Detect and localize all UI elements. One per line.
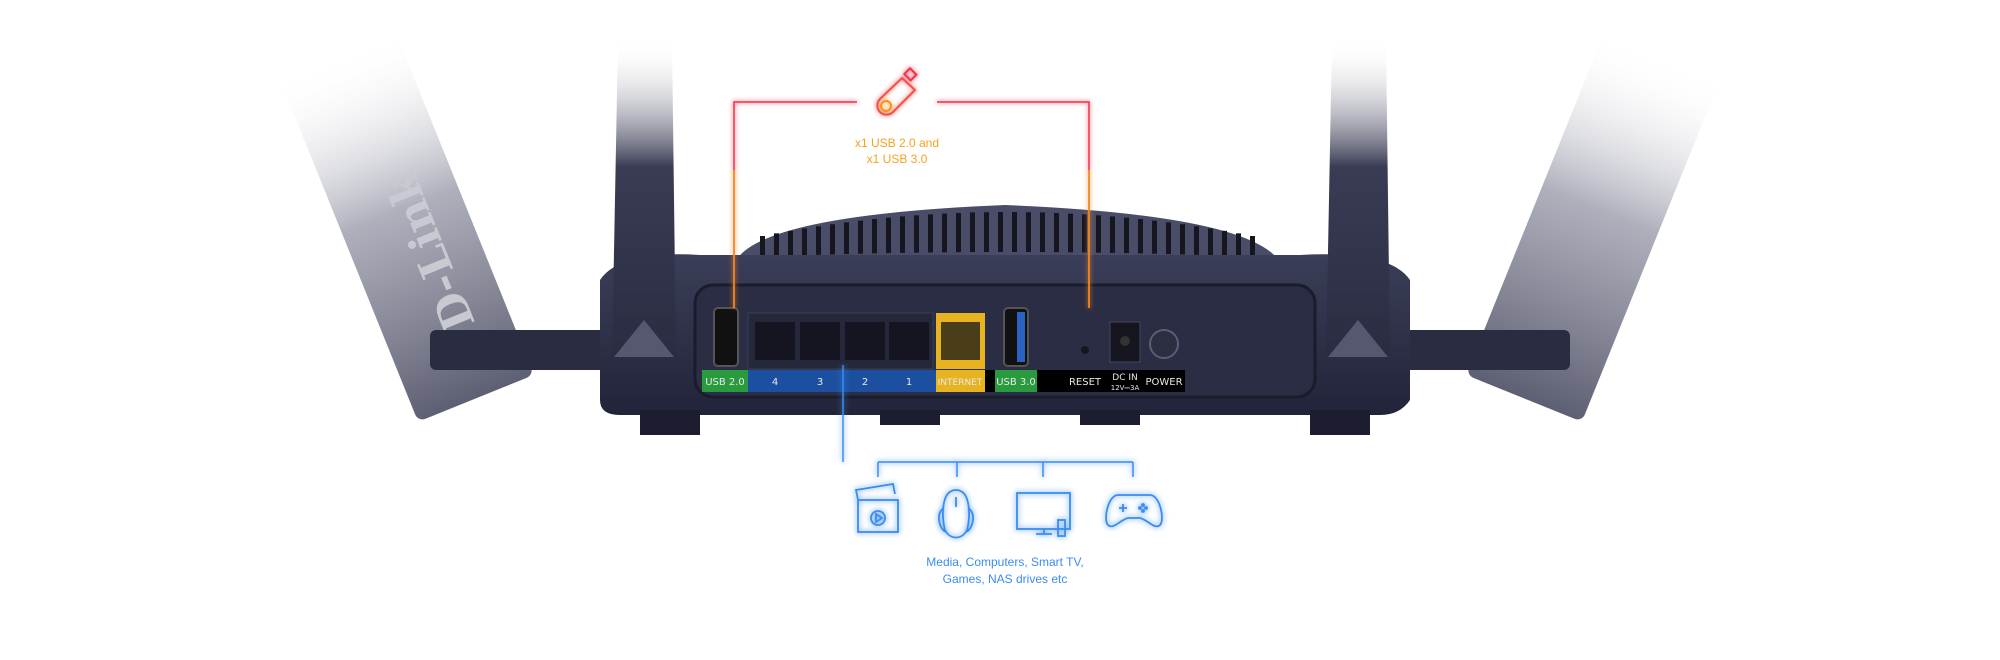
vent-slot bbox=[830, 224, 835, 255]
vent-slot bbox=[1180, 224, 1185, 255]
reset-button bbox=[1081, 346, 1089, 354]
vent-slot bbox=[774, 233, 779, 257]
vent-slot bbox=[858, 220, 863, 254]
right-outer-antenna bbox=[1468, 34, 1719, 420]
vent-slot bbox=[928, 214, 933, 253]
vent-slot bbox=[1208, 228, 1213, 256]
right-inner-antenna bbox=[1326, 40, 1390, 357]
lan-port-4 bbox=[755, 322, 795, 360]
usb-callout-lines bbox=[733, 101, 1090, 308]
vent-slots bbox=[760, 212, 1255, 257]
usb2-port bbox=[713, 307, 739, 367]
vent-slot bbox=[942, 213, 947, 253]
label-usb3: USB 3.0 bbox=[996, 377, 1036, 388]
vent-slot bbox=[1054, 212, 1059, 253]
vent-slot bbox=[970, 212, 975, 253]
label-lan4: 4 bbox=[772, 377, 778, 388]
lan-callout-lines bbox=[842, 365, 1134, 477]
label-lan3: 3 bbox=[817, 377, 823, 388]
label-lan1: 1 bbox=[906, 377, 912, 388]
vent-slot bbox=[1124, 217, 1129, 254]
vent-slot bbox=[1040, 212, 1045, 253]
vent-slot bbox=[998, 212, 1003, 253]
media-clapperboard-icon bbox=[854, 482, 899, 533]
vent-slot bbox=[1194, 226, 1199, 255]
vent-slot bbox=[1012, 212, 1017, 253]
vent-slot bbox=[956, 212, 961, 253]
router-vent-top bbox=[735, 205, 1280, 262]
vent-slot bbox=[788, 230, 793, 256]
vent-slot bbox=[1222, 230, 1227, 256]
right-antenna-hinge bbox=[1390, 330, 1570, 370]
vent-slot bbox=[1166, 222, 1171, 255]
label-power: POWER bbox=[1145, 377, 1182, 388]
label-reset: RESET bbox=[1069, 377, 1102, 388]
vent-slot bbox=[1068, 213, 1073, 253]
label-internet: INTERNET bbox=[938, 378, 983, 388]
vent-slot bbox=[900, 216, 905, 253]
vent-slot bbox=[1236, 233, 1241, 257]
lan-port-3 bbox=[800, 322, 840, 360]
label-usb2: USB 2.0 bbox=[705, 377, 745, 388]
lan-callout-line1: Media, Computers, Smart TV, bbox=[926, 555, 1083, 569]
vent-slot bbox=[914, 215, 919, 253]
gamepad-icon bbox=[1105, 494, 1163, 528]
usb-stick-icon bbox=[876, 66, 918, 116]
vent-slot bbox=[816, 226, 821, 255]
power-button bbox=[1149, 329, 1179, 359]
vent-slot bbox=[984, 212, 989, 253]
vent-slot bbox=[802, 228, 807, 256]
internet-port bbox=[941, 322, 980, 360]
vent-slot bbox=[1152, 220, 1157, 254]
vent-slot bbox=[844, 222, 849, 255]
vent-slot bbox=[886, 217, 891, 254]
usb-callout-line2: x1 USB 3.0 bbox=[867, 152, 928, 166]
label-lan2: 2 bbox=[862, 377, 868, 388]
vent-slot bbox=[1082, 214, 1087, 253]
vent-slot bbox=[872, 219, 877, 254]
vent-slot bbox=[1110, 216, 1115, 253]
lan-ports bbox=[755, 322, 929, 360]
label-dc-in: DC IN bbox=[1112, 373, 1137, 383]
vent-slot bbox=[1026, 212, 1031, 253]
left-antenna-hinge bbox=[430, 330, 610, 370]
lan-callout-line2: Games, NAS drives etc bbox=[943, 572, 1068, 586]
usb-callout-line1: x1 USB 2.0 and bbox=[855, 136, 939, 150]
lan-port-2 bbox=[845, 322, 885, 360]
vent-slot bbox=[1138, 219, 1143, 254]
lan-port-1 bbox=[889, 322, 929, 360]
label-dc-rating: 12V⎓3A bbox=[1111, 384, 1140, 392]
vent-slot bbox=[1096, 215, 1101, 253]
vent-slot bbox=[1250, 236, 1255, 257]
left-inner-antenna bbox=[612, 40, 676, 357]
computer-mouse-icon bbox=[938, 489, 974, 539]
smart-tv-icon bbox=[1016, 492, 1071, 537]
vent-slot bbox=[760, 236, 765, 257]
